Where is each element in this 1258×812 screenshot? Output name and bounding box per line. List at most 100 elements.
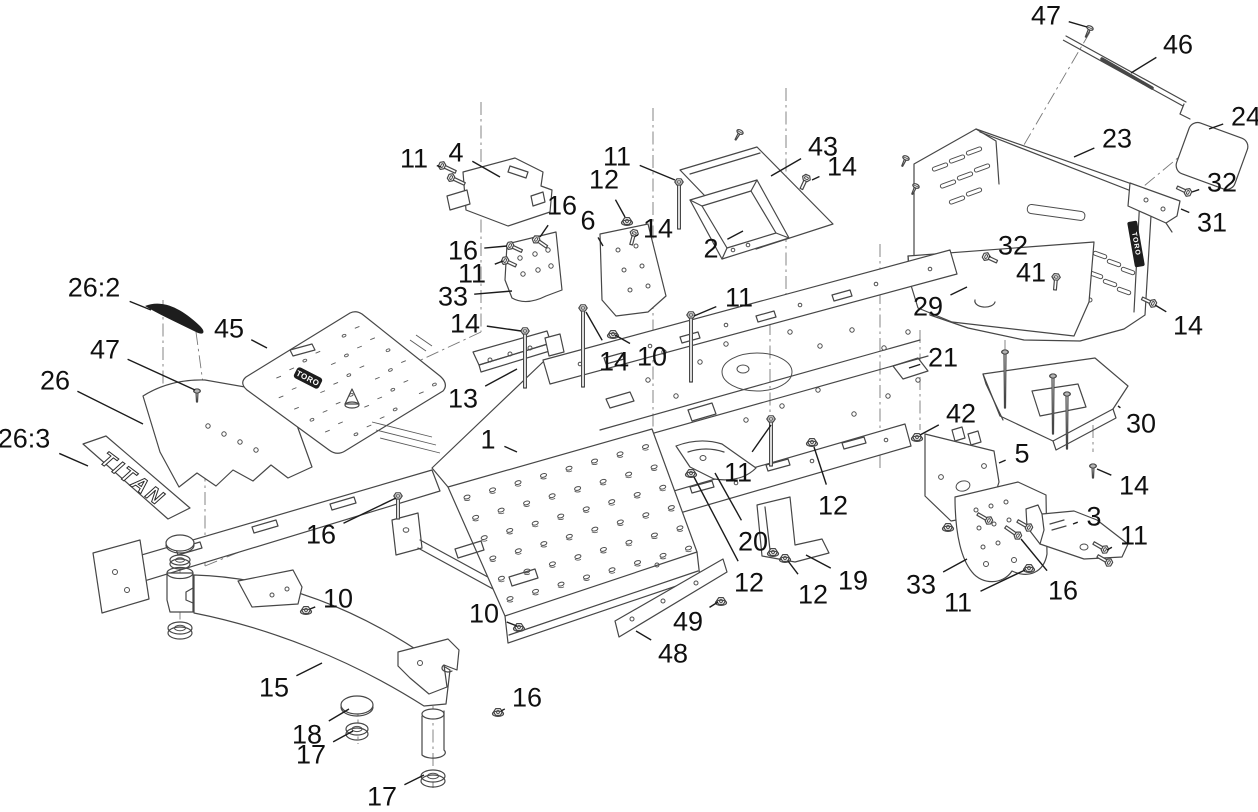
vent-louvers-left <box>931 146 991 205</box>
callout-23: 23 <box>1073 124 1132 158</box>
leader-line <box>805 554 832 569</box>
callout-18: 18 <box>292 708 350 750</box>
titan-decal-text: TITAN <box>96 448 170 512</box>
leader-line <box>486 325 522 332</box>
leader-line <box>634 234 639 237</box>
leader-line <box>484 245 508 249</box>
callout-32: 32 <box>988 231 1028 261</box>
fastener-nut <box>606 329 620 339</box>
part-bracket-31 <box>1127 182 1181 224</box>
callout-17: 17 <box>367 774 425 812</box>
callout-11: 11 <box>724 424 772 488</box>
part-number-label: 11 <box>944 588 972 618</box>
callout-12: 12 <box>787 560 828 610</box>
leader-line <box>614 199 626 218</box>
part-number-label: 6 <box>580 206 595 236</box>
callout-14: 14 <box>634 214 673 244</box>
platform-perforations <box>463 444 693 603</box>
fastener-bolt <box>976 512 994 525</box>
callout-42: 42 <box>919 399 976 436</box>
leader-line <box>709 601 719 608</box>
part-number-label: 12 <box>798 580 828 610</box>
leader-line <box>328 708 350 722</box>
fastener-nut <box>941 522 955 532</box>
leader-line <box>77 390 144 425</box>
part-caster-bracket <box>397 638 460 695</box>
leader-line <box>908 363 921 369</box>
callout-45: 45 <box>214 314 268 349</box>
fastener-bolt <box>500 256 518 268</box>
callout-26:2: 26:2 <box>68 273 152 311</box>
leader-line <box>474 290 513 295</box>
part-number-label: 12 <box>734 568 764 598</box>
part-number-label: 30 <box>1126 409 1156 439</box>
part-number-label: 4 <box>448 138 463 168</box>
callout-29: 29 <box>913 286 968 322</box>
leader-line <box>751 424 772 453</box>
callout-16: 16 <box>539 191 577 238</box>
fastener-bolt <box>1096 554 1114 567</box>
callout-32: 32 <box>1191 168 1237 198</box>
part-number-label: 2 <box>703 234 718 264</box>
part-number-label: 24 <box>1231 102 1258 132</box>
leader-line <box>988 255 991 258</box>
part-blade-26-2 <box>145 303 204 334</box>
callout-41: 41 <box>1016 258 1055 288</box>
fastener-screw <box>734 128 744 141</box>
leader-line <box>58 452 89 467</box>
leader-line <box>770 158 802 177</box>
part-number-label: 21 <box>928 343 958 373</box>
part-number-label: 14 <box>827 152 857 182</box>
leader-line <box>1068 20 1088 28</box>
callout-3: 3 <box>1072 502 1102 532</box>
leader-line <box>129 300 152 311</box>
part-mount-block <box>391 512 423 556</box>
fastener-bolt <box>505 241 524 253</box>
fastener-nut <box>620 216 634 226</box>
part-number-label: 45 <box>214 314 244 344</box>
leader-line <box>484 368 518 387</box>
leader-line <box>1154 304 1167 313</box>
part-number-label: 23 <box>1102 124 1132 154</box>
callout-10: 10 <box>614 334 667 372</box>
fastener-screw <box>192 388 202 403</box>
console-brackets <box>446 146 834 373</box>
callout-6: 6 <box>580 206 604 247</box>
part-number-label: 48 <box>658 639 688 669</box>
leader-line <box>1020 538 1048 572</box>
part-number-label: 47 <box>1031 1 1061 31</box>
callout-47: 47 <box>90 335 196 391</box>
rear-panel-assembly: TORO <box>892 35 1249 583</box>
fastener-screw <box>1084 25 1094 38</box>
leader-line <box>506 621 518 627</box>
leader-line <box>471 160 501 178</box>
callout-30: 30 <box>1117 405 1156 439</box>
part-number-label: 31 <box>1197 208 1227 238</box>
callout-19: 19 <box>805 554 868 596</box>
callout-10: 10 <box>309 584 353 614</box>
part-number-label: 47 <box>90 335 120 365</box>
fastener-bolt <box>446 173 466 186</box>
fastener-screw <box>1088 463 1098 479</box>
leader-line <box>787 560 799 575</box>
leader-line <box>1106 546 1113 551</box>
leader-line <box>539 224 549 238</box>
leader-line <box>309 606 316 610</box>
leader-line <box>494 260 504 265</box>
fastener-bolt <box>981 252 999 264</box>
callout-16: 16 <box>1020 538 1078 606</box>
leader-line <box>639 164 676 181</box>
fastener-bolt <box>1175 185 1193 197</box>
fasteners-layer <box>192 25 1193 717</box>
callout-17: 17 <box>296 730 354 770</box>
callout-16: 16 <box>500 683 542 713</box>
part-floor-mat-45 <box>242 311 446 454</box>
leader-line <box>1096 468 1112 476</box>
fastener-bolt <box>1016 519 1034 532</box>
part-number-label: 26 <box>40 366 70 396</box>
part-number-label: 26:2 <box>68 273 121 303</box>
callout-26: 26 <box>40 366 144 425</box>
part-number-label: 14 <box>1119 471 1149 501</box>
